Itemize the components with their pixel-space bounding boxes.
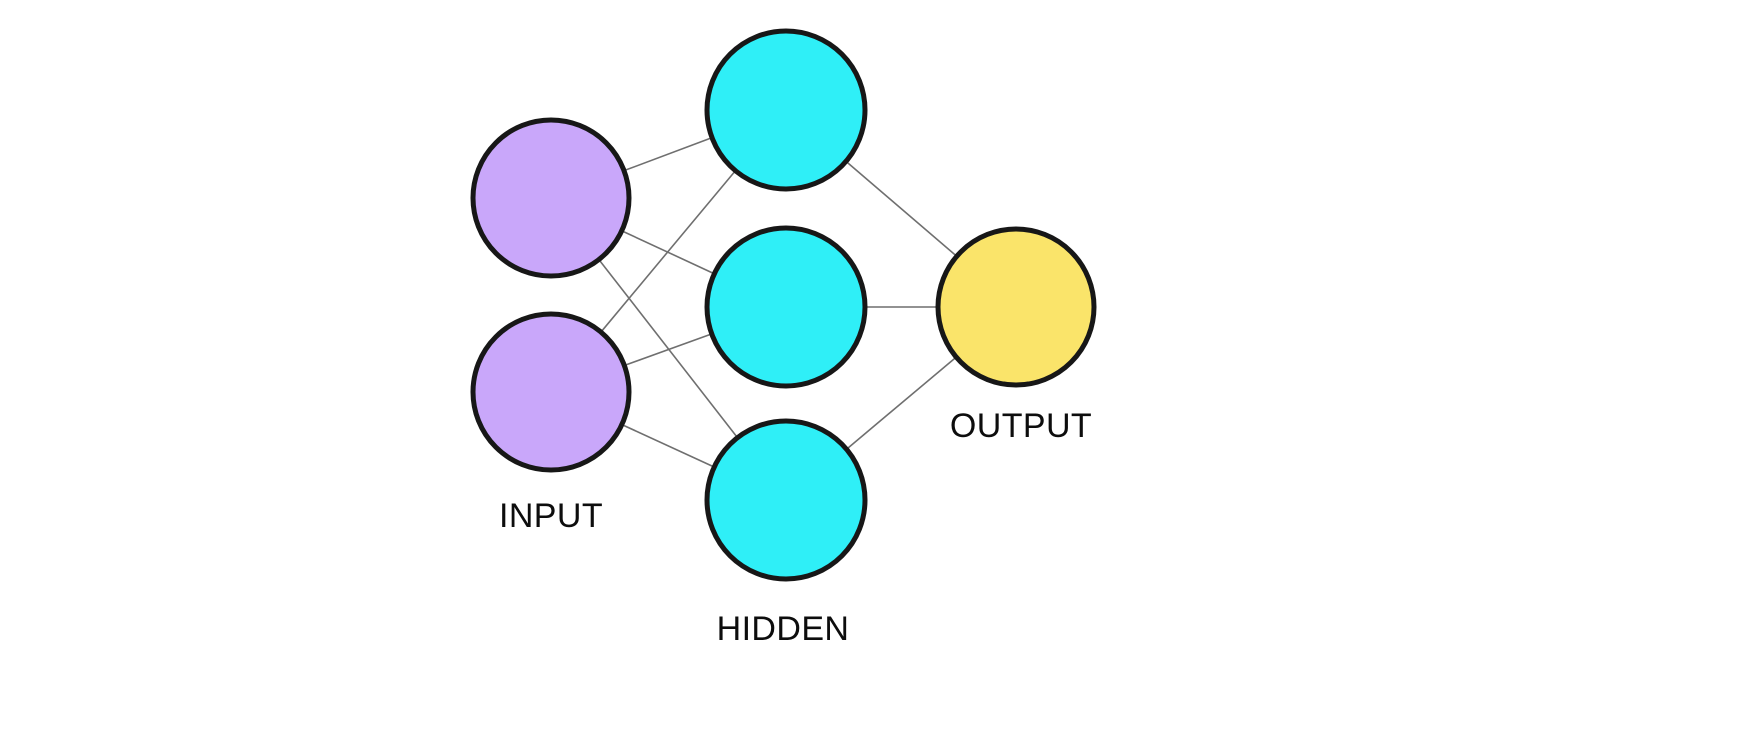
edge-layer	[598, 137, 957, 468]
connection-edge	[624, 137, 712, 172]
node-hidden-3[interactable]	[704, 418, 868, 582]
layer-label-hidden: HIDDEN	[717, 610, 850, 648]
connection-edge	[625, 333, 712, 366]
layer-label-output: OUTPUT	[950, 407, 1092, 445]
connection-edge	[846, 161, 957, 257]
node-output-1[interactable]	[935, 226, 1097, 388]
connection-edge	[598, 259, 738, 438]
connection-edge	[846, 357, 956, 450]
layer-label-input: INPUT	[499, 497, 603, 535]
node-layer	[470, 28, 1097, 582]
connection-edge	[622, 424, 714, 468]
label-layer: INPUT HIDDEN OUTPUT	[499, 407, 1092, 648]
connection-edge	[600, 170, 736, 332]
node-hidden-1[interactable]	[704, 28, 868, 192]
node-input-2[interactable]	[470, 311, 632, 473]
node-input-1[interactable]	[470, 117, 632, 279]
node-hidden-2[interactable]	[704, 225, 868, 389]
